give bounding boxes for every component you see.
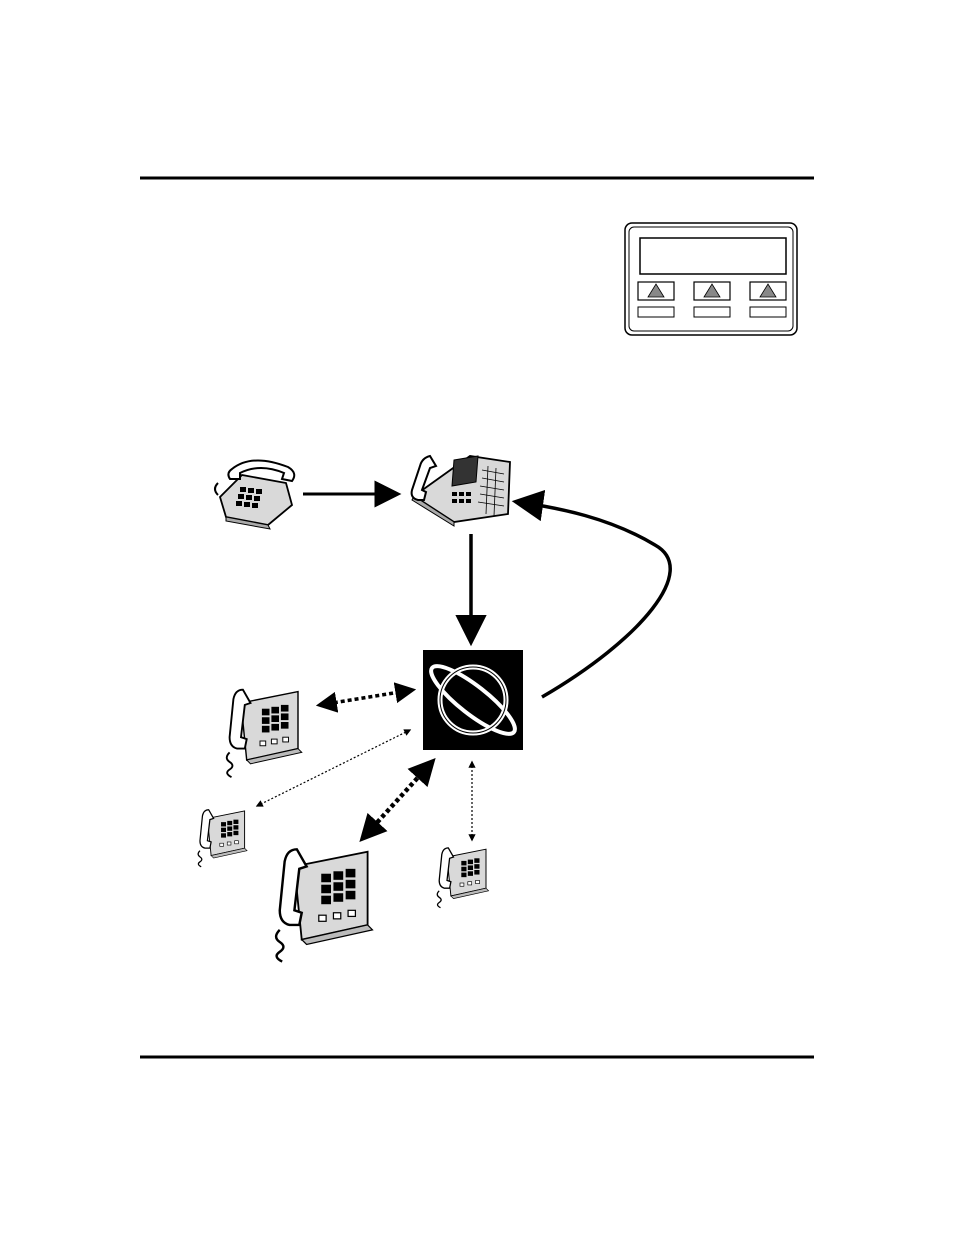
edge-hub-station-1: [320, 690, 412, 705]
softkey-middle[interactable]: [694, 282, 730, 317]
edge-hub-station-3: [363, 762, 432, 838]
station-phone-2: [198, 810, 247, 867]
softkey-left[interactable]: [638, 282, 674, 317]
multiline-phone-icon: [412, 456, 510, 526]
station-phone-1: [227, 690, 302, 777]
station-phone-4: [437, 848, 488, 908]
station-phone-3: [276, 849, 372, 961]
desk-phone-icon: [215, 460, 294, 529]
softkey-right[interactable]: [750, 282, 786, 317]
edge-hub-to-executive-curved: [518, 502, 670, 697]
display-screen: [640, 238, 786, 274]
display-panel: [625, 223, 797, 335]
globe-orbit-icon: [423, 650, 523, 750]
